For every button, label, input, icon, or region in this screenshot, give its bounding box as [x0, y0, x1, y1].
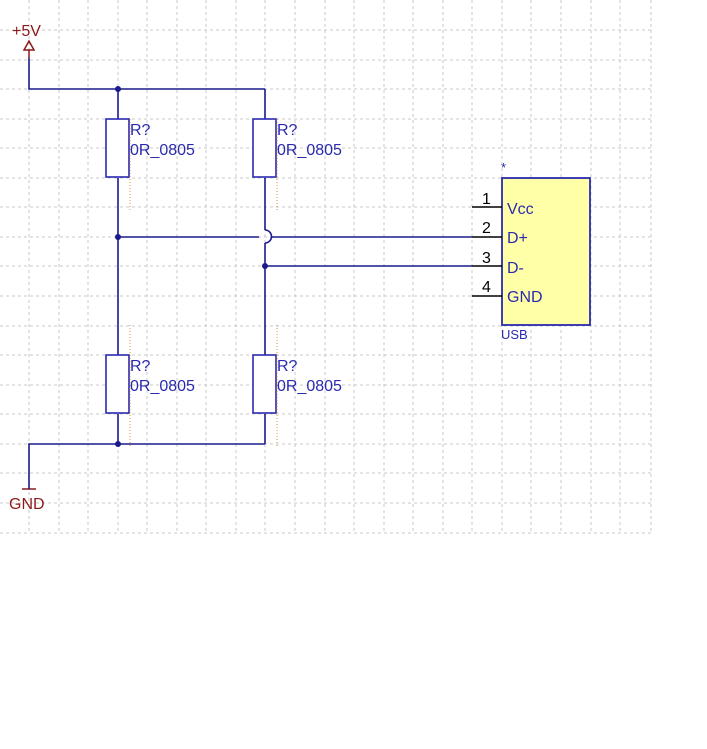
resistor-designator: R?	[130, 358, 151, 375]
resistor-designator: R?	[130, 122, 151, 139]
usb-connector[interactable]: * 1 2 3 4 Vcc D+ D- GND USB	[472, 160, 591, 342]
resistor-body	[252, 118, 277, 178]
junctions	[115, 86, 268, 447]
gnd-power-port[interactable]: GND	[9, 488, 45, 513]
pin-name: GND	[507, 289, 543, 306]
junction-dot	[115, 234, 121, 240]
resistor-body	[105, 118, 130, 178]
resistor-value: 0R_0805	[277, 378, 342, 395]
usb-marker: *	[501, 160, 506, 175]
vcc-label: +5V	[12, 23, 41, 40]
resistor-value: 0R_0805	[277, 142, 342, 159]
junction-dot	[262, 263, 268, 269]
gnd-label: GND	[9, 496, 45, 513]
pin-name: D+	[507, 230, 528, 247]
resistor-value: 0R_0805	[130, 142, 195, 159]
resistor-value: 0R_0805	[130, 378, 195, 395]
resistor-body	[252, 354, 277, 414]
pin-number: 1	[482, 191, 491, 208]
pin-name: Vcc	[507, 201, 534, 218]
usb-body	[501, 177, 591, 326]
vcc-power-port[interactable]: +5V	[12, 23, 41, 58]
pin-number: 3	[482, 250, 491, 267]
resistor-designator: R?	[277, 122, 298, 139]
resistor-designator: R?	[277, 358, 298, 375]
pin-number: 2	[482, 220, 491, 237]
junction-dot	[115, 86, 121, 92]
usb-name: USB	[501, 327, 528, 342]
resistor-4[interactable]: R? 0R_0805	[252, 325, 342, 447]
resistor-1[interactable]: R? 0R_0805	[105, 118, 195, 211]
pin-number: 4	[482, 279, 491, 296]
junction-dot	[115, 441, 121, 447]
wires[interactable]	[28, 58, 472, 489]
resistor-body	[105, 354, 130, 414]
resistor-2[interactable]: R? 0R_0805	[252, 118, 342, 211]
pin-name: D-	[507, 260, 524, 277]
resistor-3[interactable]: R? 0R_0805	[105, 325, 195, 447]
